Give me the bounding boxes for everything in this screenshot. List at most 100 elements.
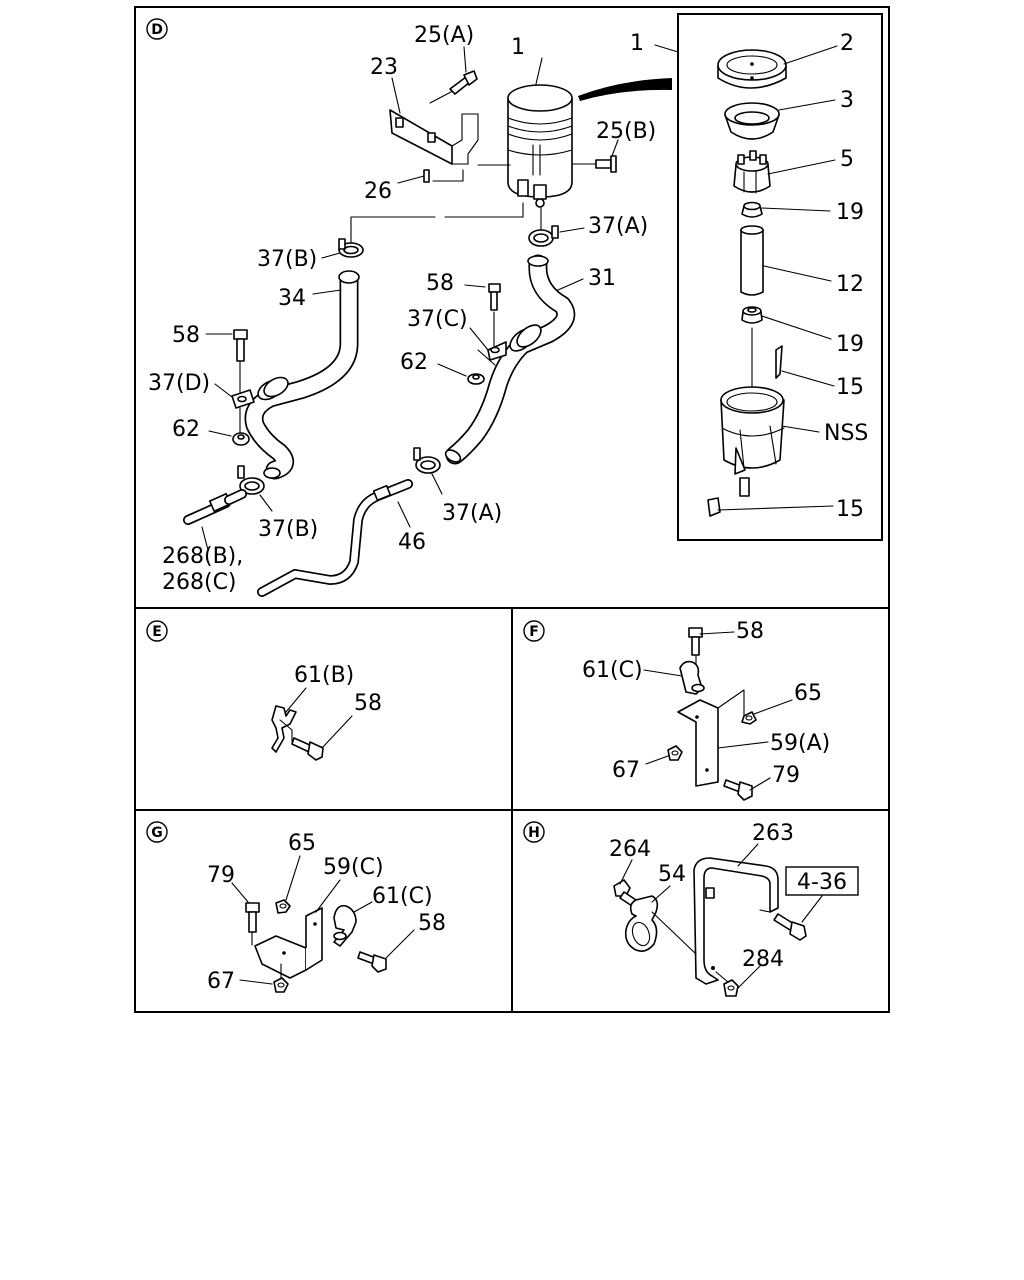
label-37b-top: 37(B) <box>257 247 317 272</box>
label-2: 2 <box>840 31 854 56</box>
leader-lines-d <box>201 44 679 551</box>
nut-67-g <box>273 963 289 993</box>
labels-reservoir-detail: 2 3 5 19 12 19 15 NSS 15 <box>824 31 868 522</box>
label-58-f: 58 <box>736 619 764 644</box>
section-f-parts: 58 61(C) 65 59(A) 67 79 <box>582 619 830 801</box>
label-1-tank: 1 <box>511 35 525 60</box>
label-268c: 268(C) <box>162 570 237 595</box>
bracket-23 <box>389 109 511 182</box>
label-4-36: 4-36 <box>797 870 847 895</box>
section-marker-e: E <box>146 620 168 642</box>
svg-text:G: G <box>151 825 163 841</box>
bracket-59a <box>677 689 745 787</box>
label-65-g: 65 <box>288 831 316 856</box>
label-58-mid: 58 <box>426 271 454 296</box>
label-46: 46 <box>398 530 426 555</box>
clip-15-top <box>775 345 783 379</box>
label-59a: 59(A) <box>770 731 830 756</box>
section-marker-g: G <box>146 821 168 843</box>
bracket-59c <box>254 907 323 979</box>
label-5: 5 <box>840 147 854 172</box>
label-59c: 59(C) <box>323 855 384 880</box>
clamp-37a-top <box>528 207 559 247</box>
label-263: 263 <box>752 821 794 846</box>
clip-15-bottom <box>707 497 721 517</box>
detail-callout-arrow <box>578 78 672 101</box>
bolt-79-g <box>245 902 260 946</box>
clamp-37a-bottom <box>413 447 441 474</box>
label-19-top: 19 <box>836 200 864 225</box>
clip-61c-f <box>679 660 705 695</box>
reference-box-4-36: 4-36 <box>785 866 859 896</box>
svg-text:D: D <box>151 22 163 38</box>
bracket-263 <box>693 857 779 985</box>
section-e-parts: 61(B) 58 <box>271 663 382 761</box>
grommet-19-bottom <box>741 306 763 324</box>
nut-65-f <box>741 711 757 725</box>
clip-26 <box>423 169 430 183</box>
hose-31 <box>444 254 576 465</box>
label-54: 54 <box>658 862 686 887</box>
nut-284 <box>715 971 739 997</box>
clamp-37b-top <box>338 202 524 258</box>
label-79-g: 79 <box>207 863 235 888</box>
hose-34 <box>244 270 360 480</box>
nut-65-g <box>275 899 291 914</box>
label-61b: 61(B) <box>294 663 354 688</box>
bolt-58-f <box>688 627 703 681</box>
section-marker-f: F <box>523 620 545 642</box>
clip-61b <box>271 705 297 753</box>
svg-text:E: E <box>152 624 162 640</box>
reservoir-tank <box>507 84 573 208</box>
bolt-58-left <box>233 329 248 394</box>
label-15-top: 15 <box>836 375 864 400</box>
label-nss: NSS <box>824 421 868 446</box>
label-264: 264 <box>609 837 651 862</box>
section-marker-h: H <box>523 821 545 843</box>
label-37d: 37(D) <box>148 371 210 396</box>
label-19-bottom: 19 <box>836 332 864 357</box>
tube-12 <box>740 225 764 296</box>
bolt-4-36 <box>773 913 807 941</box>
bolt-58-mid <box>488 283 501 347</box>
section-g-parts: 79 65 59(C) 61(C) 58 67 <box>207 831 446 994</box>
label-58-e: 58 <box>354 691 382 716</box>
nut-67-f <box>667 745 683 761</box>
label-25a: 25(A) <box>414 23 474 48</box>
label-65-f: 65 <box>794 681 822 706</box>
seal-3 <box>724 102 780 140</box>
label-268b: 268(B), <box>162 544 243 569</box>
bolt-25b <box>572 155 617 173</box>
reservoir-detail-parts <box>707 45 838 517</box>
label-37a-top: 37(A) <box>588 214 648 239</box>
clamp-37b-bottom <box>237 465 265 495</box>
clamp-37c <box>477 341 507 366</box>
bolt-25a <box>429 70 478 104</box>
pipe-46 <box>257 479 413 597</box>
label-67-f: 67 <box>612 758 640 783</box>
fitting-268 <box>183 489 247 525</box>
clip-61c-g <box>333 904 357 947</box>
svg-text:H: H <box>528 825 540 841</box>
nut-62-left <box>232 407 250 446</box>
label-25b: 25(B) <box>596 119 656 144</box>
label-26: 26 <box>364 179 392 204</box>
reservoir-body-nss <box>720 386 785 497</box>
bolt-79-f <box>723 779 753 801</box>
labels-section-d: 25(A) 23 1 1 25(B) 26 37(A) 37(B) 34 58 … <box>148 23 656 595</box>
label-67-g: 67 <box>207 969 235 994</box>
label-58-left: 58 <box>172 323 200 348</box>
diagram-frames <box>134 6 890 1013</box>
reservoir-detail-box <box>677 13 883 541</box>
label-62-mid: 62 <box>400 350 428 375</box>
label-23: 23 <box>370 55 398 80</box>
nut-62-mid <box>467 373 485 385</box>
section-h-parts: 4-36 263 264 54 284 <box>609 821 859 997</box>
label-37a-bottom: 37(A) <box>442 501 502 526</box>
label-34: 34 <box>278 286 306 311</box>
label-62-left: 62 <box>172 417 200 442</box>
bolt-58-g <box>357 951 387 973</box>
label-15-bottom: 15 <box>836 497 864 522</box>
clamp-54 <box>624 895 659 952</box>
